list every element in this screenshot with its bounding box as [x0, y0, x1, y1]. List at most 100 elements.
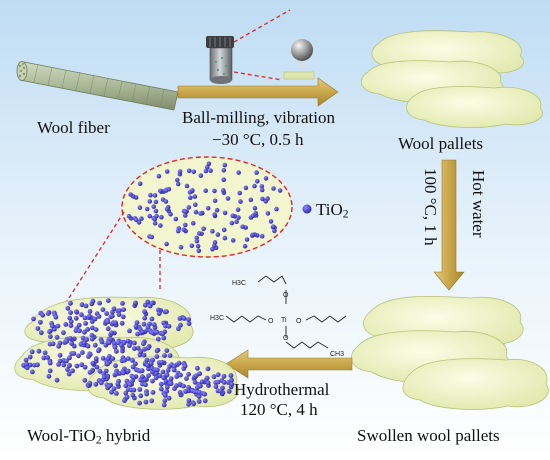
tio2-particle — [137, 205, 143, 210]
label-step3-method: Hydrothermal — [234, 380, 330, 399]
tio2-particle — [149, 316, 155, 322]
tio2-particle — [57, 352, 63, 358]
tio2-particle — [92, 316, 98, 322]
tio2-particle — [30, 369, 35, 375]
tio2-particle — [145, 362, 151, 368]
tio2-particle — [134, 320, 140, 325]
tio2-particle — [205, 205, 211, 211]
tio2-particle — [154, 329, 160, 335]
tio2-particle — [158, 381, 164, 387]
tio2-particle — [119, 320, 125, 326]
label-step1-method: Ball-milling, vibration — [182, 108, 335, 127]
tio2-particle — [36, 348, 42, 354]
tio2-particle — [212, 198, 218, 204]
tio2-particle — [154, 354, 160, 359]
tio2-particle — [174, 374, 180, 379]
tio2-particle — [212, 188, 217, 194]
tio2-particle — [259, 184, 265, 189]
tio2-particle — [171, 367, 177, 373]
tio2-particle — [164, 169, 170, 174]
tio2-particle — [73, 315, 79, 321]
tio2-particle — [194, 373, 199, 379]
tio2-particle — [194, 238, 200, 244]
tio2-particle — [221, 177, 226, 182]
tio2-particle — [214, 207, 220, 213]
tio2-particle — [70, 368, 75, 374]
tio2-particle — [175, 181, 181, 187]
tio2-particle — [186, 385, 192, 390]
tio2-particle — [143, 399, 149, 405]
tio2-particle — [65, 367, 70, 372]
tio2-particle — [191, 169, 197, 175]
formula-o-right: O — [296, 318, 302, 325]
tio2-particle — [221, 373, 227, 379]
tio2-particle — [154, 213, 159, 219]
formula-h3c-top: H3C — [232, 280, 246, 287]
tio2-particle — [192, 194, 198, 199]
tio2-particle — [120, 370, 126, 376]
arrow-hot-water — [433, 159, 465, 291]
tio2-particle — [98, 380, 104, 386]
tio2-particle — [144, 391, 150, 397]
tio2-particle — [164, 348, 170, 353]
tio2-particle — [215, 232, 221, 237]
tio2-particle — [164, 309, 169, 315]
tio2-particle — [148, 361, 154, 366]
tio2-particle — [38, 330, 44, 336]
tio2-particle — [132, 340, 137, 346]
tio2-particle — [126, 343, 132, 349]
tio2-particle — [50, 323, 55, 329]
tio2-particle — [67, 336, 73, 341]
tio2-particle — [263, 176, 269, 181]
tio2-particle — [271, 224, 276, 229]
tio2-particle — [151, 322, 157, 327]
tio2-particle — [142, 302, 148, 308]
tio2-particle — [156, 311, 162, 316]
tio2-particle — [186, 371, 192, 377]
label-wool-pallets: Wool pallets — [398, 134, 484, 153]
tio2-particle — [122, 398, 127, 403]
tio2-particle — [89, 332, 95, 338]
tio2-particle — [147, 213, 152, 219]
tio2-particle — [152, 220, 158, 226]
tio2-particle — [105, 319, 111, 325]
tio2-particle — [259, 187, 265, 193]
tio2-particle — [195, 243, 201, 249]
tio2-particle — [69, 341, 75, 346]
tio2-particle — [178, 372, 183, 378]
tio2-particle — [164, 372, 170, 378]
tio2-particle — [234, 219, 239, 224]
label-wool-tio2-hybrid: Wool-TiO2 hybrid — [27, 426, 151, 447]
tio2-particle — [202, 391, 208, 397]
tio2-particle — [57, 358, 63, 364]
tio2-particle — [161, 335, 167, 341]
tio2-particle — [141, 352, 147, 358]
tio2-particle — [222, 235, 228, 241]
tio2-particle — [162, 398, 168, 404]
tio2-particle — [212, 212, 217, 217]
tio2-particle — [203, 168, 209, 174]
arrow-ball-milling — [177, 77, 339, 107]
tio2-particle — [250, 232, 255, 238]
tio2-particle — [271, 186, 276, 191]
tio2-particle — [126, 213, 132, 219]
tio2-particle — [48, 334, 53, 339]
tio2-particle — [64, 358, 69, 364]
tio2-particle — [67, 363, 72, 368]
zoom-lines-to-hybrid — [59, 211, 161, 313]
tio2-particle — [54, 334, 60, 340]
tio2-particle — [175, 177, 180, 183]
tio2-particle — [183, 213, 188, 218]
tio2-particle — [140, 374, 145, 380]
tio2-particle — [74, 363, 80, 369]
tio2-particle — [143, 382, 148, 388]
tio2-particle — [159, 214, 164, 220]
tio2-particle — [115, 381, 121, 387]
tio2-particle — [226, 389, 232, 394]
tio2-particle — [196, 231, 202, 236]
tio2-particle — [159, 359, 165, 365]
tio2-particle — [121, 307, 126, 312]
tio2-particle — [205, 380, 211, 386]
